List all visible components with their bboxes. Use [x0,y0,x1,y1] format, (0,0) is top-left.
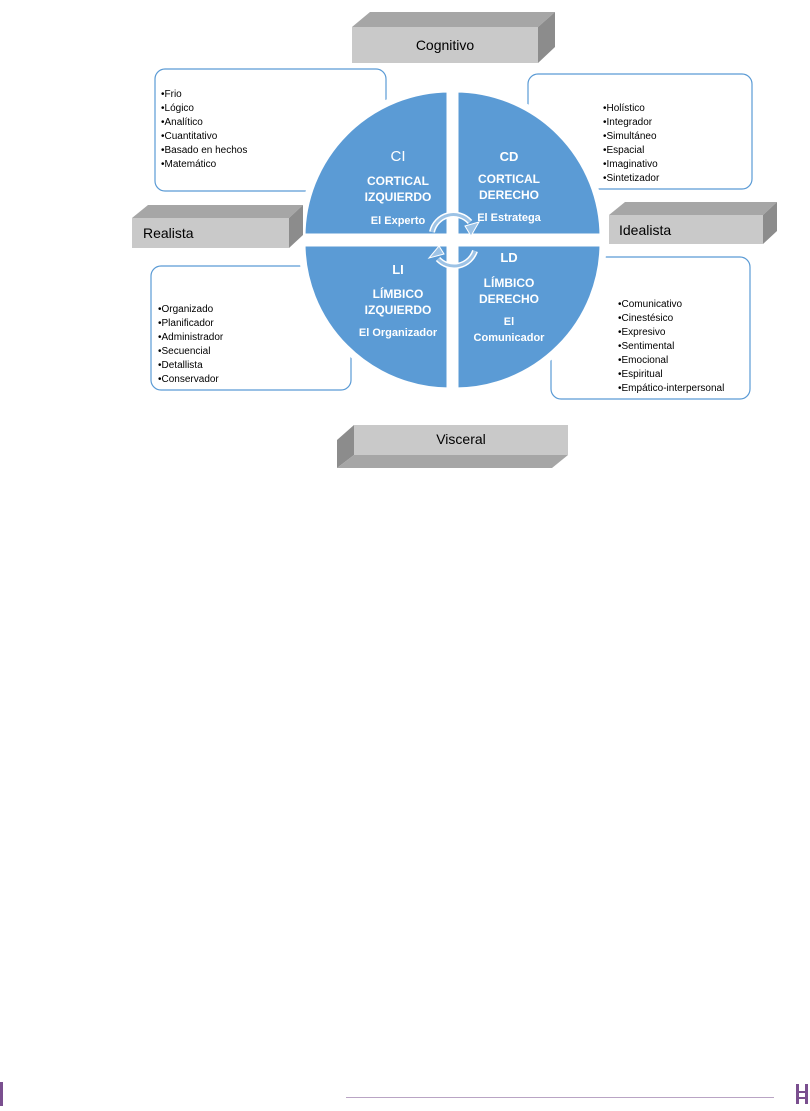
quadrant-ci-line1: CORTICAL [367,174,429,188]
quadrant-ld-code: LD [500,250,517,265]
quadrant-cd-line2: DERECHO [479,188,539,202]
quadrant-ld-role1: El [504,316,514,328]
axis-label-right: Idealista [619,222,671,238]
circular-arrows-icon [427,211,481,270]
axis-label-bottom: Visceral [436,431,486,447]
list-item: •Analítico [161,117,203,128]
quadrant-cd-line1: CORTICAL [478,172,540,186]
whole-brain-diagram: •Frio •Lógico •Analítico •Cuantitativo •… [132,12,777,468]
quadrant-ld-line1: LÍMBICO [484,275,535,290]
list-item: •Planificador [158,318,214,329]
list-item: •Comunicativo [618,299,683,310]
list-item: •Organizado [158,304,214,315]
list-top-left: •Frio •Lógico •Analítico •Cuantitativo •… [161,89,247,170]
quadrant-li-code: LI [392,262,404,277]
quadrant-ld [451,239,607,395]
list-item: •Lógico [161,103,194,114]
list-item: •Espiritual [618,369,663,380]
axis-label-left: Realista [143,225,194,241]
quadrant-ci-role: El Experto [371,215,426,227]
list-item: •Administrador [158,332,224,343]
brain-quadrants [298,85,607,395]
quadrant-li [298,239,454,395]
list-item: •Conservador [158,374,219,385]
list-item: •Holístico [603,103,645,114]
footer-rule [346,1097,774,1098]
list-item: •Simultáneo [603,131,657,142]
quadrant-cd [451,85,607,241]
list-item: •Secuencial [158,346,210,357]
list-item: •Detallista [158,360,203,371]
quadrant-li-line2: IZQUIERDO [365,303,432,317]
list-item: •Espacial [603,145,644,156]
banner-bottom: Visceral [337,425,568,468]
list-item: •Basado en hechos [161,145,247,156]
list-item: •Cuantitativo [161,131,218,142]
axis-label-top: Cognitivo [416,37,475,53]
list-item: •Empático-interpersonal [618,383,724,394]
list-item: •Integrador [603,117,653,128]
banner-top: Cognitivo [352,12,555,63]
list-item: •Cinestésico [618,313,674,324]
quadrant-ld-line2: DERECHO [479,292,539,306]
list-item: •Matemático [161,159,217,170]
banner-left: Realista [132,205,303,248]
quadrant-ld-role2: Comunicador [474,332,546,344]
list-bottom-right: •Comunicativo •Cinestésico •Expresivo •S… [618,299,724,394]
list-item: •Sentimental [618,341,674,352]
quadrant-cd-code: CD [500,149,519,164]
list-item: •Imaginativo [603,159,658,170]
quadrant-ci [298,85,454,241]
list-item: •Frio [161,89,182,100]
list-top-right: •Holístico •Integrador •Simultáneo •Espa… [603,103,660,184]
list-item: •Emocional [618,355,668,366]
quadrant-cd-role: El Estratega [477,212,541,224]
quadrant-li-role: El Organizador [359,327,438,339]
banner-right: Idealista [609,202,777,244]
quadrant-ci-line2: IZQUIERDO [365,190,432,204]
list-item: •Expresivo [618,327,666,338]
footer-mark-left [0,1082,3,1106]
quadrant-li-line1: LÍMBICO [373,286,424,301]
footer-logo-icon [796,1084,808,1104]
quadrant-ci-code: CI [391,148,406,165]
list-bottom-left: •Organizado •Planificador •Administrador… [158,304,224,385]
list-item: •Sintetizador [603,173,660,184]
